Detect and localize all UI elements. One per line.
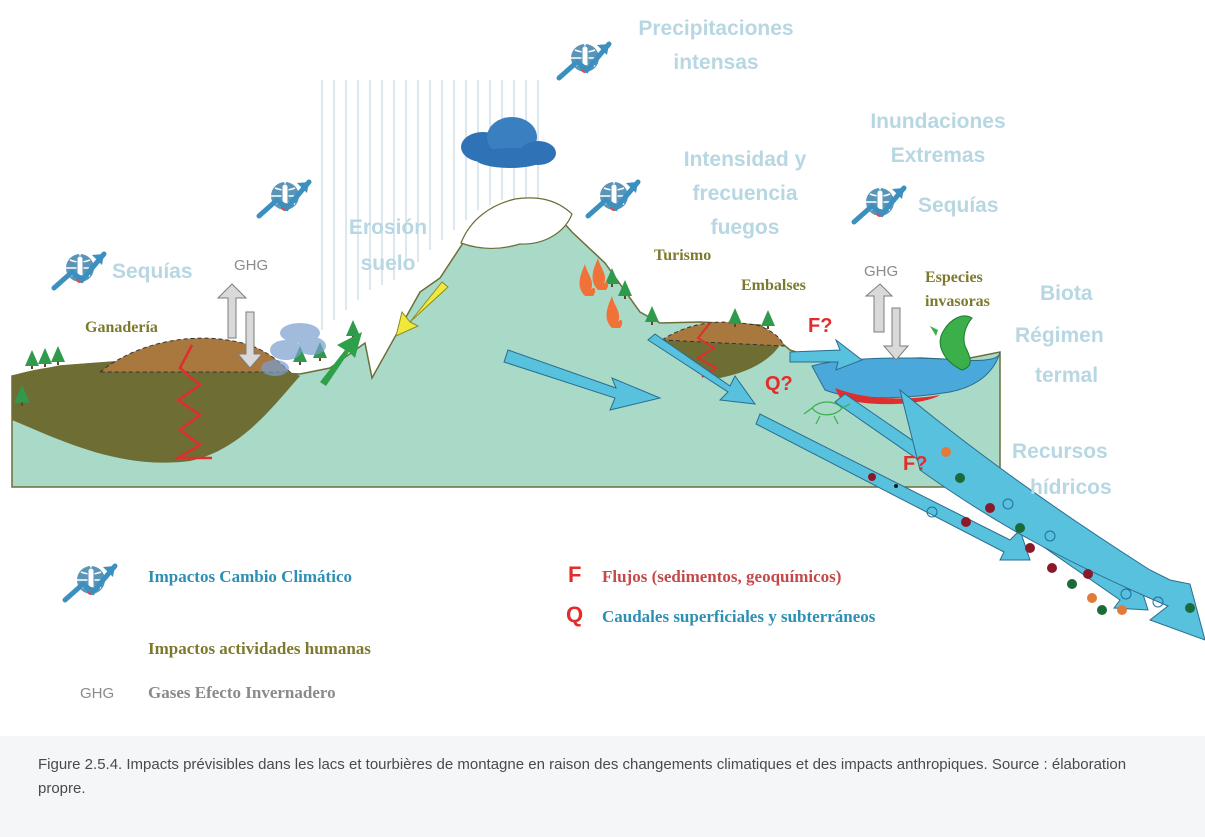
ghg-arrows-left: [216, 283, 264, 369]
middle-soil-mound: [660, 321, 785, 347]
frog: [803, 401, 851, 425]
legend-cc-text: Impactos Cambio Climático: [148, 567, 352, 586]
label-sequias-right: Sequías: [918, 194, 999, 217]
label-ganaderia: Ganadería: [85, 319, 158, 336]
label-biota: Biota: [1040, 282, 1093, 305]
fault-left: [173, 344, 212, 460]
label-especies-invasoras: Especies: [925, 269, 983, 286]
legend-human-text: Impactos actividades humanas: [148, 639, 371, 658]
caption-box: Figure 2.5.4. Impacts prévisibles dans l…: [0, 736, 1205, 837]
legend-q-letter: Q: [566, 602, 583, 627]
legend: Impactos Cambio Climático Impactos activ…: [80, 562, 876, 702]
rain-cloud: [461, 117, 556, 168]
smoke-cloud: [261, 323, 326, 376]
runoff-arrow-3: [789, 338, 864, 371]
legend-ghg-text: Gases Efecto Invernadero: [148, 683, 336, 702]
lake-sediment: [835, 388, 940, 405]
cc-icon: [259, 182, 309, 216]
marker-q: Q?: [765, 373, 793, 395]
marker-f-upper: F?: [808, 315, 832, 337]
fault-middle: [696, 322, 718, 378]
runoff-arrow-2: [647, 333, 757, 405]
green-arrow: [320, 332, 362, 386]
label-recursos-hidricos: Recursos: [1012, 440, 1108, 463]
label-precipitaciones: intensas: [673, 51, 758, 74]
label-intensidad-fuegos: frecuencia: [692, 182, 797, 205]
runoff-arrow-1: [503, 349, 662, 411]
sediment-particles: [868, 447, 1195, 615]
label-inundaciones: Inundaciones: [870, 110, 1005, 133]
label-regimen-termal: Régimen: [1015, 324, 1104, 347]
label-precipitaciones: Precipitaciones: [638, 17, 793, 40]
snow-cap: [460, 197, 573, 249]
label-erosion: suelo: [361, 252, 416, 275]
label-ghg-right: GHG: [864, 263, 898, 280]
label-sequias-left: Sequías: [112, 260, 193, 283]
figure-caption: Figure 2.5.4. Impacts prévisibles dans l…: [38, 756, 1127, 797]
diagram: Precipitaciones intensas Inundaciones Ex…: [11, 17, 1205, 702]
legend-f-letter: F: [568, 562, 581, 587]
legend-ghg-abbr: GHG: [80, 685, 114, 702]
groundwater-arrow-main: [899, 388, 1205, 641]
label-intensidad-fuegos: Intensidad y: [684, 148, 807, 171]
label-especies-invasoras: invasoras: [925, 293, 990, 310]
label-embalses: Embalses: [741, 277, 806, 294]
cc-icon: [559, 44, 609, 78]
erosion-arrow: [395, 281, 449, 337]
label-regimen-termal: termal: [1035, 364, 1098, 387]
left-sediment-basin: [12, 360, 300, 463]
label-recursos-hidricos: hídricos: [1030, 476, 1112, 499]
cc-icon: [854, 188, 904, 222]
marker-f-lower: F?: [903, 453, 927, 475]
label-inundaciones: Extremas: [891, 144, 986, 167]
cc-icon: [588, 182, 638, 216]
cc-icon: [54, 254, 104, 288]
legend-q-text: Caudales superficiales y subterráneos: [602, 607, 876, 626]
label-erosion: Erosión: [349, 216, 427, 239]
ghg-arrows-right: [864, 283, 910, 361]
cc-icon: [65, 566, 115, 600]
label-intensidad-fuegos: fuegos: [711, 216, 780, 239]
fish: [930, 315, 973, 371]
label-turismo: Turismo: [654, 247, 711, 264]
legend-f-text: Flujos (sedimentos, geoquímicos): [602, 567, 841, 586]
label-ghg-left: GHG: [234, 257, 268, 274]
